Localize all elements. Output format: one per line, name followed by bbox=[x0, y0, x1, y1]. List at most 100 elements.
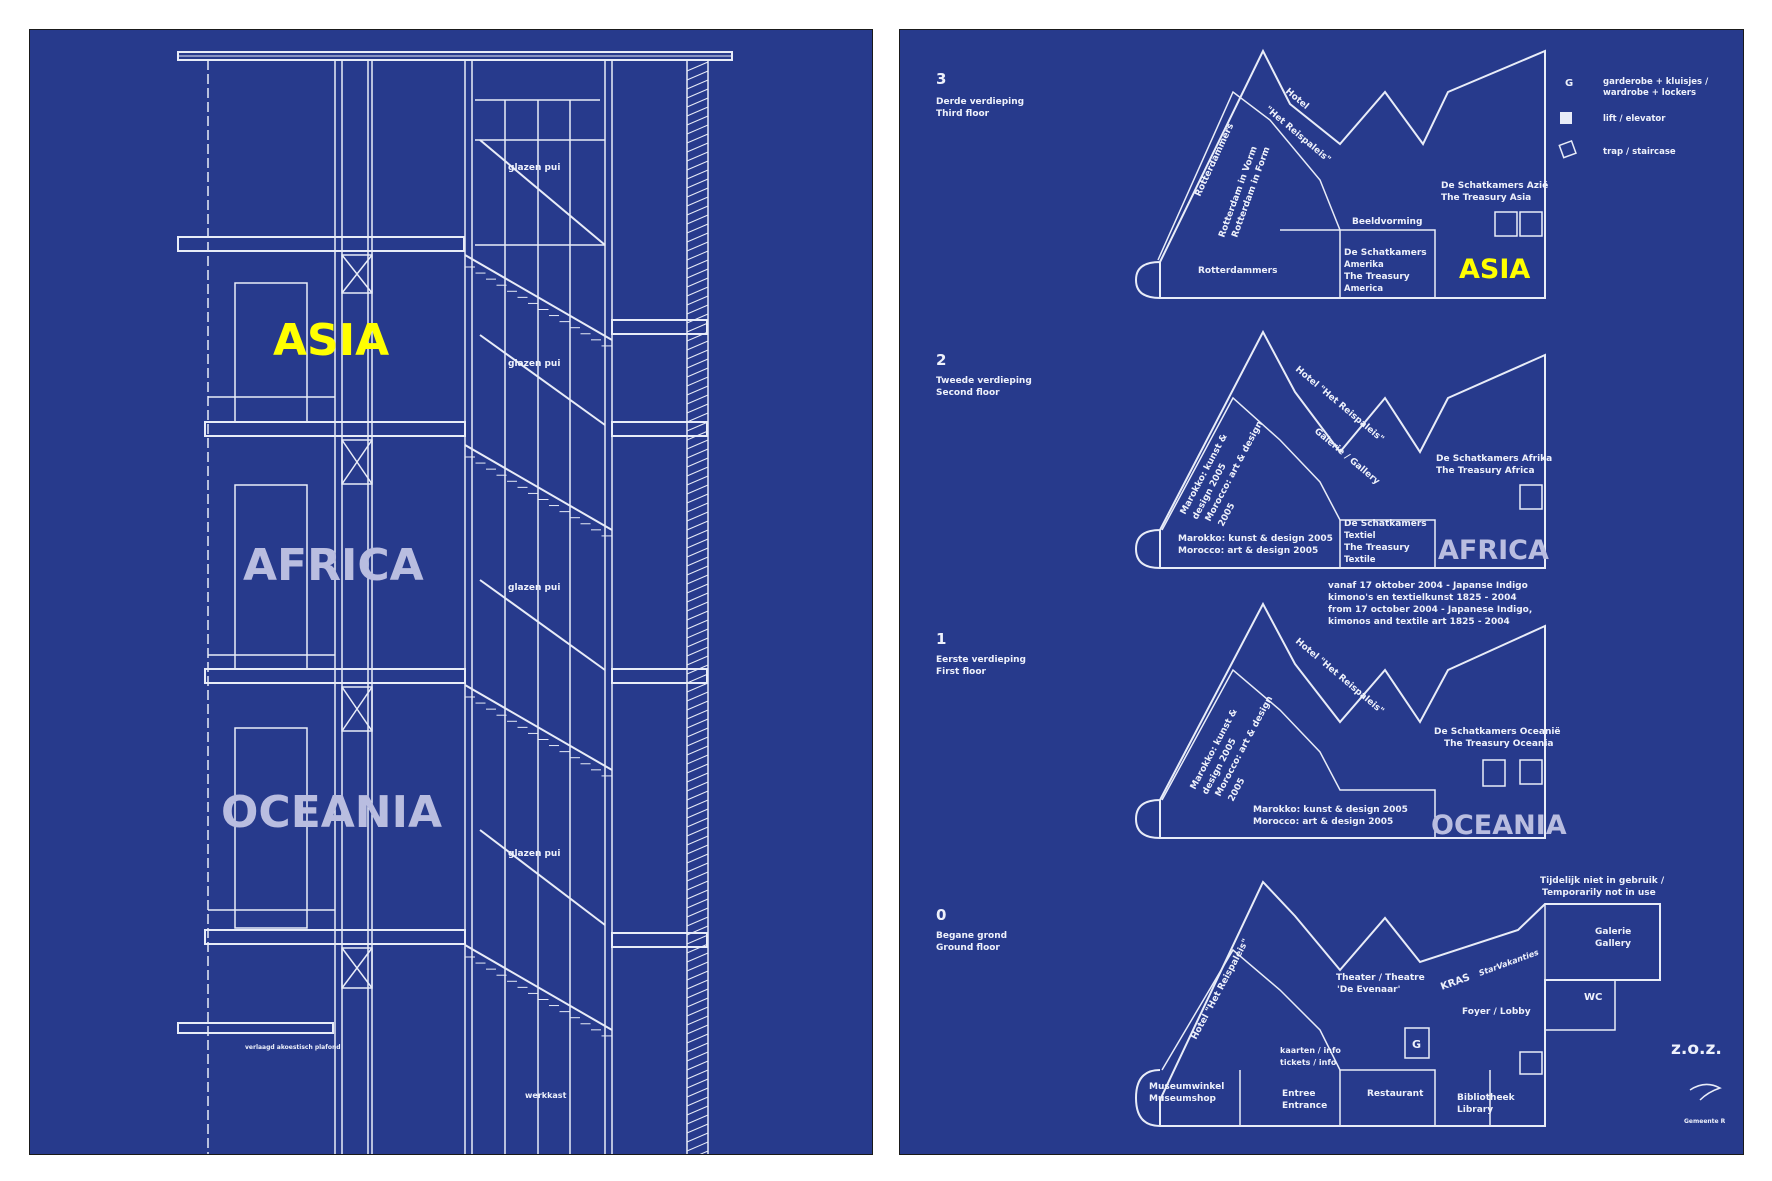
plan-floor-0: 0 Begane grond Ground floor Tijdelijk ni… bbox=[936, 876, 1665, 1127]
floor0-temp1: Tijdelijk niet in gebruik / bbox=[1540, 876, 1665, 886]
floor0-entree2: Entrance bbox=[1282, 1101, 1327, 1111]
cross-braces bbox=[341, 254, 373, 989]
floor3-asia-nl: De Schatkamers Azië bbox=[1441, 181, 1548, 191]
floor2-africa-nl: De Schatkamers Afrika bbox=[1436, 454, 1552, 464]
indigo-line1: vanaf 17 oktober 2004 - Japanse Indigo bbox=[1328, 581, 1528, 591]
floor0-bib2: Library bbox=[1457, 1105, 1493, 1115]
floor2-textiel1: De Schatkamers bbox=[1344, 519, 1427, 529]
floor2-number: 2 bbox=[936, 351, 946, 369]
floor0-outline bbox=[1134, 880, 1661, 1127]
floor0-shop1: Museumwinkel bbox=[1149, 1082, 1224, 1092]
floor0-foyer: Foyer / Lobby bbox=[1462, 1007, 1531, 1017]
floor0-bib1: Bibliotheek bbox=[1457, 1093, 1516, 1103]
indigo-line2: kimono's en textielkunst 1825 - 2004 bbox=[1328, 593, 1517, 603]
section-drawing: glazen pui glazen pui glazen pui glazen … bbox=[177, 51, 733, 1154]
legend-g-text1: garderobe + kluisjes / bbox=[1603, 77, 1709, 87]
floor2-textiel3: The Treasury bbox=[1344, 543, 1410, 553]
building-section-panel: glazen pui glazen pui glazen pui glazen … bbox=[29, 29, 873, 1155]
plan-floor-2: 2 Tweede verdieping Second floor Hotel "… bbox=[936, 329, 1552, 569]
legend-trap: trap / staircase bbox=[1603, 147, 1676, 157]
floor2-continent: AFRICA bbox=[1438, 535, 1549, 566]
floor0-name-en: Ground floor bbox=[936, 943, 1000, 953]
floor2-hotel: Hotel "Het Reispaleis" bbox=[1293, 365, 1386, 445]
floor3-continent: ASIA bbox=[1459, 254, 1530, 285]
label-glazen-pui-3: glazen pui bbox=[508, 583, 560, 593]
continent-asia: ASIA bbox=[273, 315, 389, 366]
plan-floor-3: 3 Derde verdieping Third floor Hotel "He… bbox=[936, 48, 1548, 299]
floor1-oceania-nl: De Schatkamers Oceanië bbox=[1434, 727, 1561, 737]
floor3-amerika4: America bbox=[1344, 284, 1383, 294]
floor1-outline bbox=[1134, 601, 1546, 839]
floor2-marokko-en: Morocco: art & design 2005 bbox=[1178, 546, 1318, 556]
floor3-asia-en: The Treasury Asia bbox=[1441, 193, 1531, 203]
legend-lift-symbol bbox=[1560, 112, 1572, 124]
floor0-kaarten2: tickets / info bbox=[1280, 1058, 1337, 1067]
floor0-wc: WC bbox=[1584, 992, 1602, 1003]
legend: G garderobe + kluisjes / wardrobe + lock… bbox=[1558, 77, 1709, 159]
floor2-africa-en: The Treasury Africa bbox=[1436, 466, 1535, 476]
floor3-amerika2: Amerika bbox=[1344, 260, 1384, 270]
zoz-label: z.o.z. bbox=[1671, 1039, 1722, 1059]
legend-lift: lift / elevator bbox=[1603, 114, 1666, 124]
floor1-name-en: First floor bbox=[936, 667, 987, 677]
continent-oceania: OCEANIA bbox=[221, 787, 442, 838]
floor2-textiel2: Textiel bbox=[1344, 531, 1376, 541]
floor0-restaurant: Restaurant bbox=[1367, 1089, 1424, 1099]
floor0-kras2: StarVakanties bbox=[1478, 948, 1541, 978]
indigo-line4: kimonos and textile art 1825 - 2004 bbox=[1328, 617, 1510, 627]
floor3-beeldvorming: Beeldvorming bbox=[1352, 217, 1422, 227]
floor0-galerie2: Gallery bbox=[1595, 939, 1631, 949]
floor0-shop2: Museumshop bbox=[1149, 1094, 1217, 1104]
floor2-name-en: Second floor bbox=[936, 388, 1000, 398]
floor2-name-nl: Tweede verdieping bbox=[936, 376, 1032, 386]
gemeente-text: Gemeente R bbox=[1684, 1118, 1726, 1125]
label-glazen-pui-2: glazen pui bbox=[508, 359, 560, 369]
legend-stair-symbol bbox=[1558, 140, 1577, 159]
floor3-name-nl: Derde verdieping bbox=[936, 97, 1024, 107]
room-outlines bbox=[208, 282, 335, 929]
floor1-number: 1 bbox=[936, 630, 946, 648]
floor1-name-nl: Eerste verdieping bbox=[936, 655, 1026, 665]
floor3-hotel2: "Het Reispaleis" bbox=[1263, 105, 1332, 165]
floor1-continent: OCEANIA bbox=[1431, 810, 1567, 841]
floor3-outline bbox=[1134, 48, 1546, 299]
floor0-number: 0 bbox=[936, 906, 946, 924]
floor0-hotel: Hotel "Het Reispaleis" bbox=[1190, 937, 1252, 1041]
label-werkkast: werkkast bbox=[525, 1091, 567, 1100]
legend-g-text2: wardrobe + lockers bbox=[1603, 88, 1696, 98]
label-plafond: verlaagd akoestisch plafond bbox=[245, 1044, 341, 1051]
glass-facade-grid bbox=[475, 99, 605, 1154]
floor1-hotel: Hotel "Het Reispaleis" bbox=[1293, 637, 1386, 717]
floor2-marokko-nl: Marokko: kunst & design 2005 bbox=[1178, 534, 1333, 544]
continent-africa: AFRICA bbox=[243, 540, 424, 591]
vertical-structure bbox=[207, 60, 709, 1154]
floor0-theater2: 'De Evenaar' bbox=[1337, 985, 1400, 995]
hatched-wall bbox=[686, 61, 709, 1154]
label-glazen-pui-4: glazen pui bbox=[508, 849, 560, 859]
floor0-g: G bbox=[1412, 1038, 1421, 1051]
floor1-oceania-en: The Treasury Oceania bbox=[1444, 739, 1553, 749]
floor-plans-panel: 3 Derde verdieping Third floor Hotel "He… bbox=[899, 29, 1744, 1155]
floor0-entree1: Entree bbox=[1282, 1089, 1316, 1099]
indigo-line3: from 17 october 2004 - Japanese Indigo, bbox=[1328, 605, 1532, 615]
floor3-number: 3 bbox=[936, 70, 946, 88]
indigo-note: vanaf 17 oktober 2004 - Japanse Indigo k… bbox=[1328, 581, 1532, 627]
plan-floor-1: 1 Eerste verdieping First floor Hotel "H… bbox=[936, 601, 1567, 841]
floor0-galerie1: Galerie bbox=[1595, 927, 1631, 937]
floor3-amerika1: De Schatkamers bbox=[1344, 248, 1427, 258]
floor1-marokko-en: Morocco: art & design 2005 bbox=[1253, 817, 1393, 827]
label-glazen-pui-1: glazen pui bbox=[508, 163, 560, 173]
floor0-kras: KRAS bbox=[1439, 972, 1471, 993]
floor0-kaarten1: kaarten / info bbox=[1280, 1046, 1341, 1055]
floor0-name-nl: Begane grond bbox=[936, 931, 1007, 941]
staircase bbox=[464, 139, 613, 1037]
plans-drawing: 3 Derde verdieping Third floor Hotel "He… bbox=[936, 48, 1726, 1127]
floor3-amerika3: The Treasury bbox=[1344, 272, 1410, 282]
floor2-outline bbox=[1134, 329, 1546, 569]
floor0-temp2: Temporarily not in use bbox=[1542, 888, 1656, 898]
floor2-textiel4: Textile bbox=[1344, 555, 1376, 565]
gemeente-logo bbox=[1689, 1083, 1722, 1101]
floor3-name-en: Third floor bbox=[936, 109, 990, 119]
floor-slabs bbox=[177, 236, 708, 1034]
legend-g-symbol: G bbox=[1565, 78, 1573, 89]
